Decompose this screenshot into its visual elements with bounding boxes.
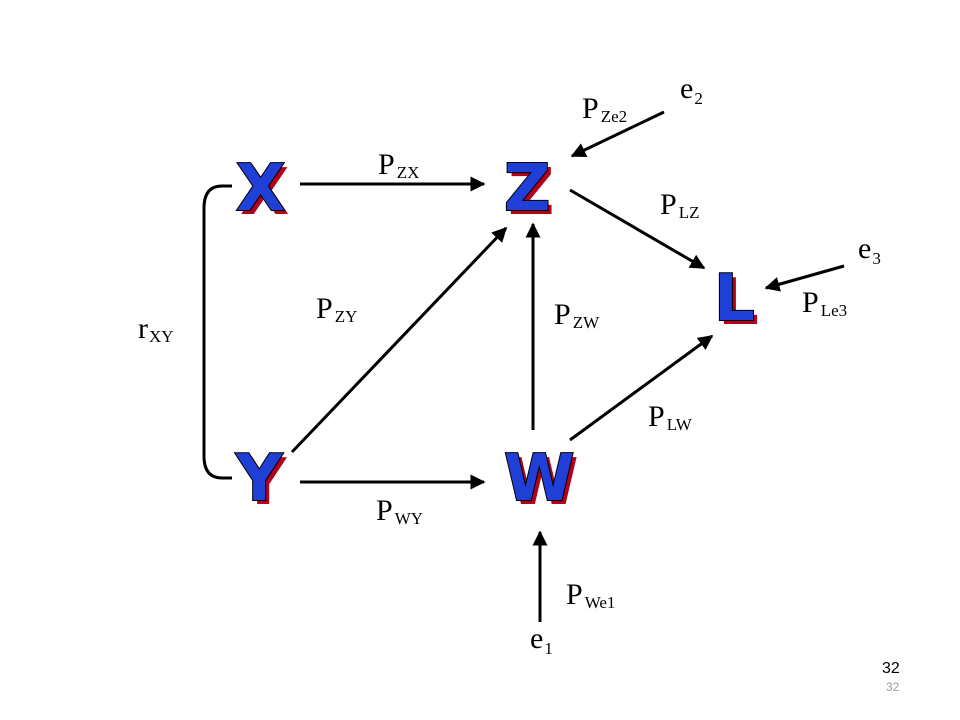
page-number-small: 32 <box>886 680 900 694</box>
edge-y-to-z <box>290 226 508 454</box>
node-l: L <box>714 262 755 336</box>
label-e1: e1 <box>530 622 553 658</box>
node-y: Y <box>235 442 283 516</box>
node-z-shadow: Z <box>508 156 554 230</box>
node-l-shadow: L <box>718 266 759 340</box>
node-x-shadow: X <box>240 156 289 230</box>
edge-e2-to-z <box>570 110 665 158</box>
edge-x-y-correlation <box>202 184 232 480</box>
label-e2: e2 <box>680 72 703 108</box>
page-number: 32 <box>882 660 900 677</box>
edge-e3-to-l <box>764 264 845 292</box>
edge-w-to-l <box>569 334 714 442</box>
edge-z-to-l <box>569 188 706 270</box>
node-y-shadow: Y <box>239 446 287 520</box>
node-w: W <box>504 442 575 516</box>
node-w-shadow: W <box>508 446 579 520</box>
node-z: Z <box>504 152 550 226</box>
node-x: X <box>236 152 285 226</box>
label-r-xy: rXY <box>138 312 174 346</box>
label-e3: e3 <box>858 232 881 268</box>
